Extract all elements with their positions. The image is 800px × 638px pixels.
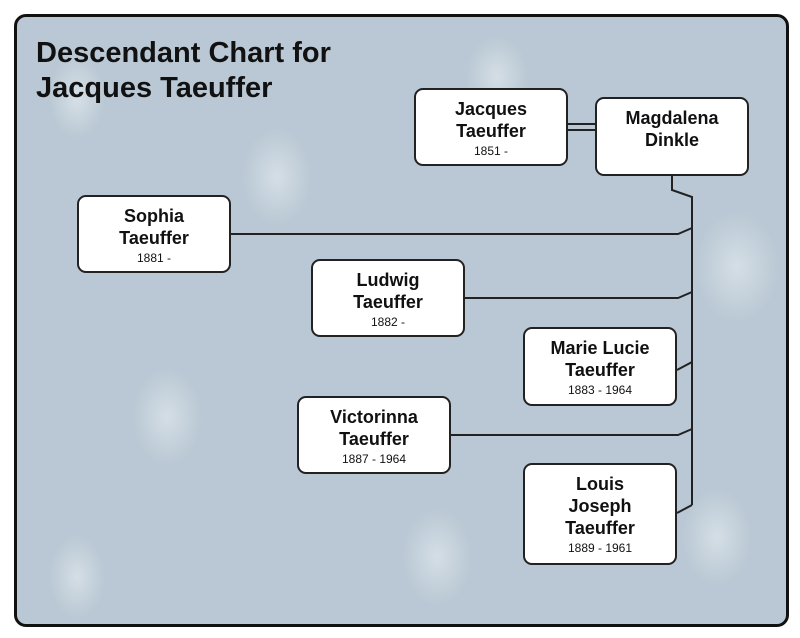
name-line: Victorinna [330, 407, 418, 427]
name-line: Dinkle [644, 130, 700, 150]
branch-marie [676, 361, 693, 371]
person-dates: 1887 - 1964 [341, 452, 407, 466]
name-line: Ludwig [356, 270, 420, 290]
chart-title: Descendant Chart for Jacques Taeuffer [36, 36, 331, 106]
name-line: Sophia [123, 206, 184, 226]
person-dates: 1881 - [136, 251, 172, 265]
person-dates: 1883 - 1964 [567, 383, 633, 397]
branch-victorinna [451, 428, 693, 436]
trunk-line [671, 176, 693, 505]
name-line: Joseph [568, 496, 632, 516]
person-dates: 1889 - 1961 [567, 541, 633, 555]
name-line: Taeuffer [456, 121, 526, 141]
name-line: Taeuffer [353, 292, 423, 312]
branch-sophia [230, 227, 693, 235]
name-line: Louis [576, 474, 624, 494]
person-dates: 1851 - [473, 144, 509, 158]
title-line-2: Jacques Taeuffer [36, 72, 273, 104]
name-line: Magdalena [625, 108, 719, 128]
name-line: Taeuffer [565, 360, 635, 380]
name-line: Taeuffer [119, 228, 189, 248]
name-line: Taeuffer [339, 429, 409, 449]
person-dates: 1882 - [370, 315, 406, 329]
name-line: Taeuffer [565, 518, 635, 538]
title-line-1: Descendant Chart for [36, 37, 331, 69]
name-line: Marie Lucie [550, 338, 650, 358]
name-line: Jacques [454, 99, 528, 119]
branch-ludwig [465, 291, 693, 299]
branch-louis [676, 504, 693, 514]
